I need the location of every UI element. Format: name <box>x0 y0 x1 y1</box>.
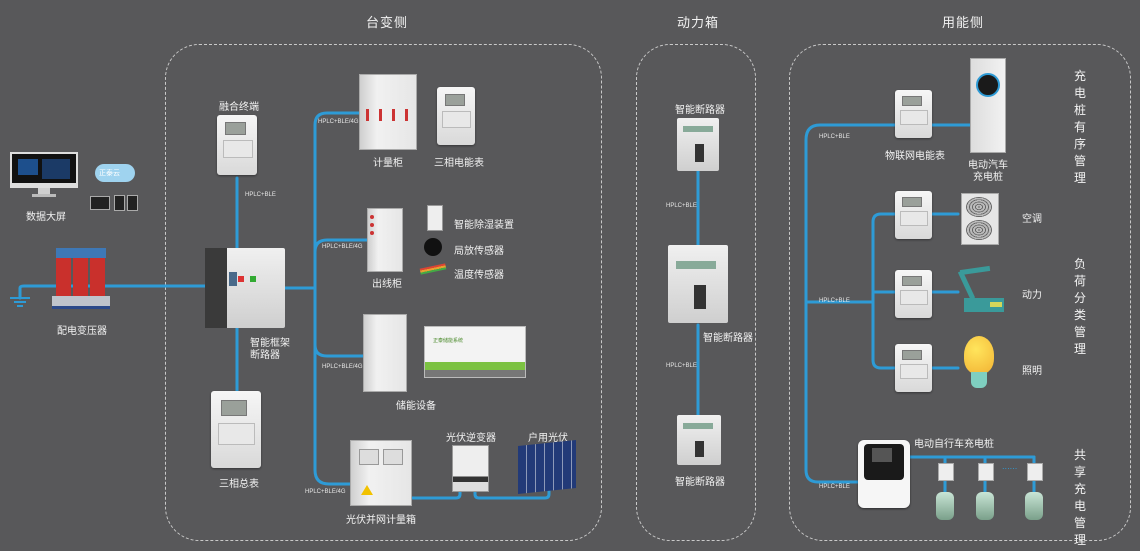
tablet-icon <box>90 196 110 210</box>
protocol-label: HPLC+BLE <box>666 363 697 369</box>
power-label: 动力 <box>1022 290 1042 301</box>
fusion-terminal-label: 融合终端 <box>219 102 259 113</box>
three-phase-total-meter-label: 三相总表 <box>219 479 259 490</box>
section-header-power-box: 动力箱 <box>677 16 720 31</box>
protocol-label: HPLC+BLE <box>819 484 850 490</box>
pd-sensor-icon <box>424 238 442 256</box>
metering-cabinet-label: 计量柜 <box>373 158 403 169</box>
three-phase-total-meter-icon <box>211 391 261 468</box>
power-meter-icon <box>895 270 932 318</box>
data-screen-label: 数据大屏 <box>26 212 66 223</box>
protocol-label: HPLC+BLE/4G <box>322 364 363 370</box>
air-conditioner-icon <box>961 193 999 245</box>
protocol-label: HPLC+BLE <box>819 134 850 140</box>
fusion-terminal-icon <box>217 115 257 175</box>
pv-inverter-label: 光伏逆变器 <box>446 433 496 444</box>
data-screen-monitor-icon <box>10 152 78 198</box>
more-sockets-ellipsis: ...... <box>1002 462 1018 471</box>
outgoing-cabinet-icon <box>367 208 403 272</box>
phone-icon <box>114 195 125 211</box>
protocol-label: HPLC+BLE <box>666 203 697 209</box>
frame-breaker-label-2: 断路器 <box>250 350 280 361</box>
energy-storage-cabinet-icon <box>363 314 407 392</box>
smart-breaker-top-icon <box>677 118 719 171</box>
charging-socket-icon <box>1027 463 1043 481</box>
ground-icon <box>10 297 30 307</box>
protocol-label: HPLC+BLE <box>819 298 850 304</box>
dehumidifier-icon <box>427 205 443 231</box>
cloud-icon <box>95 164 135 182</box>
ev-charger-label-2: 充电桩 <box>973 172 1003 183</box>
group-label-load-classification: 负荷分类管理 <box>1073 257 1086 356</box>
temperature-sensor-label: 温度传感器 <box>454 270 504 281</box>
ebike-icon <box>1025 492 1043 520</box>
link-trunk-storage <box>313 343 367 358</box>
lighting-label: 照明 <box>1022 366 1042 377</box>
outgoing-cabinet-label: 出线柜 <box>372 279 402 290</box>
pv-inverter-icon <box>452 445 489 492</box>
metering-cabinet-icon <box>359 74 417 150</box>
frame-breaker-icon <box>205 248 285 328</box>
smart-breaker-bottom-icon <box>677 415 721 465</box>
solar-panels-icon <box>518 439 576 495</box>
protocol-label: HPLC+BLE/4G <box>318 119 359 125</box>
ebike-charger-label: 电动自行车充电桩 <box>914 439 994 450</box>
protocol-label: HPLC+BLE/4G <box>305 489 346 495</box>
iot-meter-icon <box>895 90 932 138</box>
pv-meter-box-label: 光伏并网计量箱 <box>346 515 416 526</box>
aircon-meter-icon <box>895 191 932 239</box>
section-header-consumer-side: 用能侧 <box>942 16 985 31</box>
light-bulb-icon <box>964 336 994 374</box>
link-trunk-outgoing <box>313 238 370 254</box>
robot-arm-icon <box>957 262 1008 314</box>
group-label-ev-ordered-charging: 充电桩有序管理 <box>1073 69 1086 185</box>
ev-charger-label-1: 电动汽车 <box>968 160 1008 171</box>
phone-icon <box>127 195 138 211</box>
charging-socket-icon <box>938 463 954 481</box>
link-load-vertical <box>871 212 898 370</box>
energy-storage-label: 储能设备 <box>396 401 436 412</box>
consumer-side-group <box>789 44 1131 541</box>
power-box-group <box>636 44 756 541</box>
cloud-label: 正泰云 <box>99 169 120 177</box>
pd-sensor-label: 局放传感器 <box>454 246 504 257</box>
ev-charger-icon <box>970 58 1006 153</box>
ebike-icon <box>936 492 954 520</box>
charging-socket-icon <box>978 463 994 481</box>
transformer-side-group <box>165 44 602 541</box>
iot-meter-label: 物联网电能表 <box>885 151 945 162</box>
transformer-icon <box>52 248 110 309</box>
home-pv-label: 户用光伏 <box>528 433 568 444</box>
power-breaker-mid-label: 智能断路器 <box>703 333 753 344</box>
light-bulb-base-icon <box>971 372 987 388</box>
storage-container-icon: 正泰储能系统 <box>424 326 526 378</box>
storage-container-text: 正泰储能系统 <box>433 338 464 344</box>
smart-breaker-mid-icon <box>668 245 728 323</box>
three-phase-meter-label: 三相电能表 <box>434 158 484 169</box>
three-phase-meter-icon <box>437 87 475 145</box>
link-ground-transformer <box>18 284 207 300</box>
power-breaker-top-label: 智能断路器 <box>675 105 725 116</box>
ebike-charger-icon <box>858 440 910 508</box>
protocol-label: HPLC+BLE <box>245 192 276 198</box>
transformer-label: 配电变压器 <box>57 326 107 337</box>
protocol-label: HPLC+BLE/4G <box>322 244 363 250</box>
link-trunk-vertical <box>313 111 362 486</box>
section-header-transformer-side: 台变侧 <box>366 16 409 31</box>
lighting-meter-icon <box>895 344 932 392</box>
aircon-label: 空调 <box>1022 214 1042 225</box>
pv-meter-box-icon <box>350 440 412 506</box>
group-label-shared-charging: 共享充电管理 <box>1073 448 1086 547</box>
link-inverter-pv <box>473 488 551 500</box>
ebike-icon <box>976 492 994 520</box>
dehumidifier-label: 智能除湿装置 <box>454 220 514 231</box>
frame-breaker-label-1: 智能框架 <box>250 338 290 349</box>
power-breaker-bottom-label: 智能断路器 <box>675 477 725 488</box>
link-pv-meter-inverter <box>408 488 462 500</box>
